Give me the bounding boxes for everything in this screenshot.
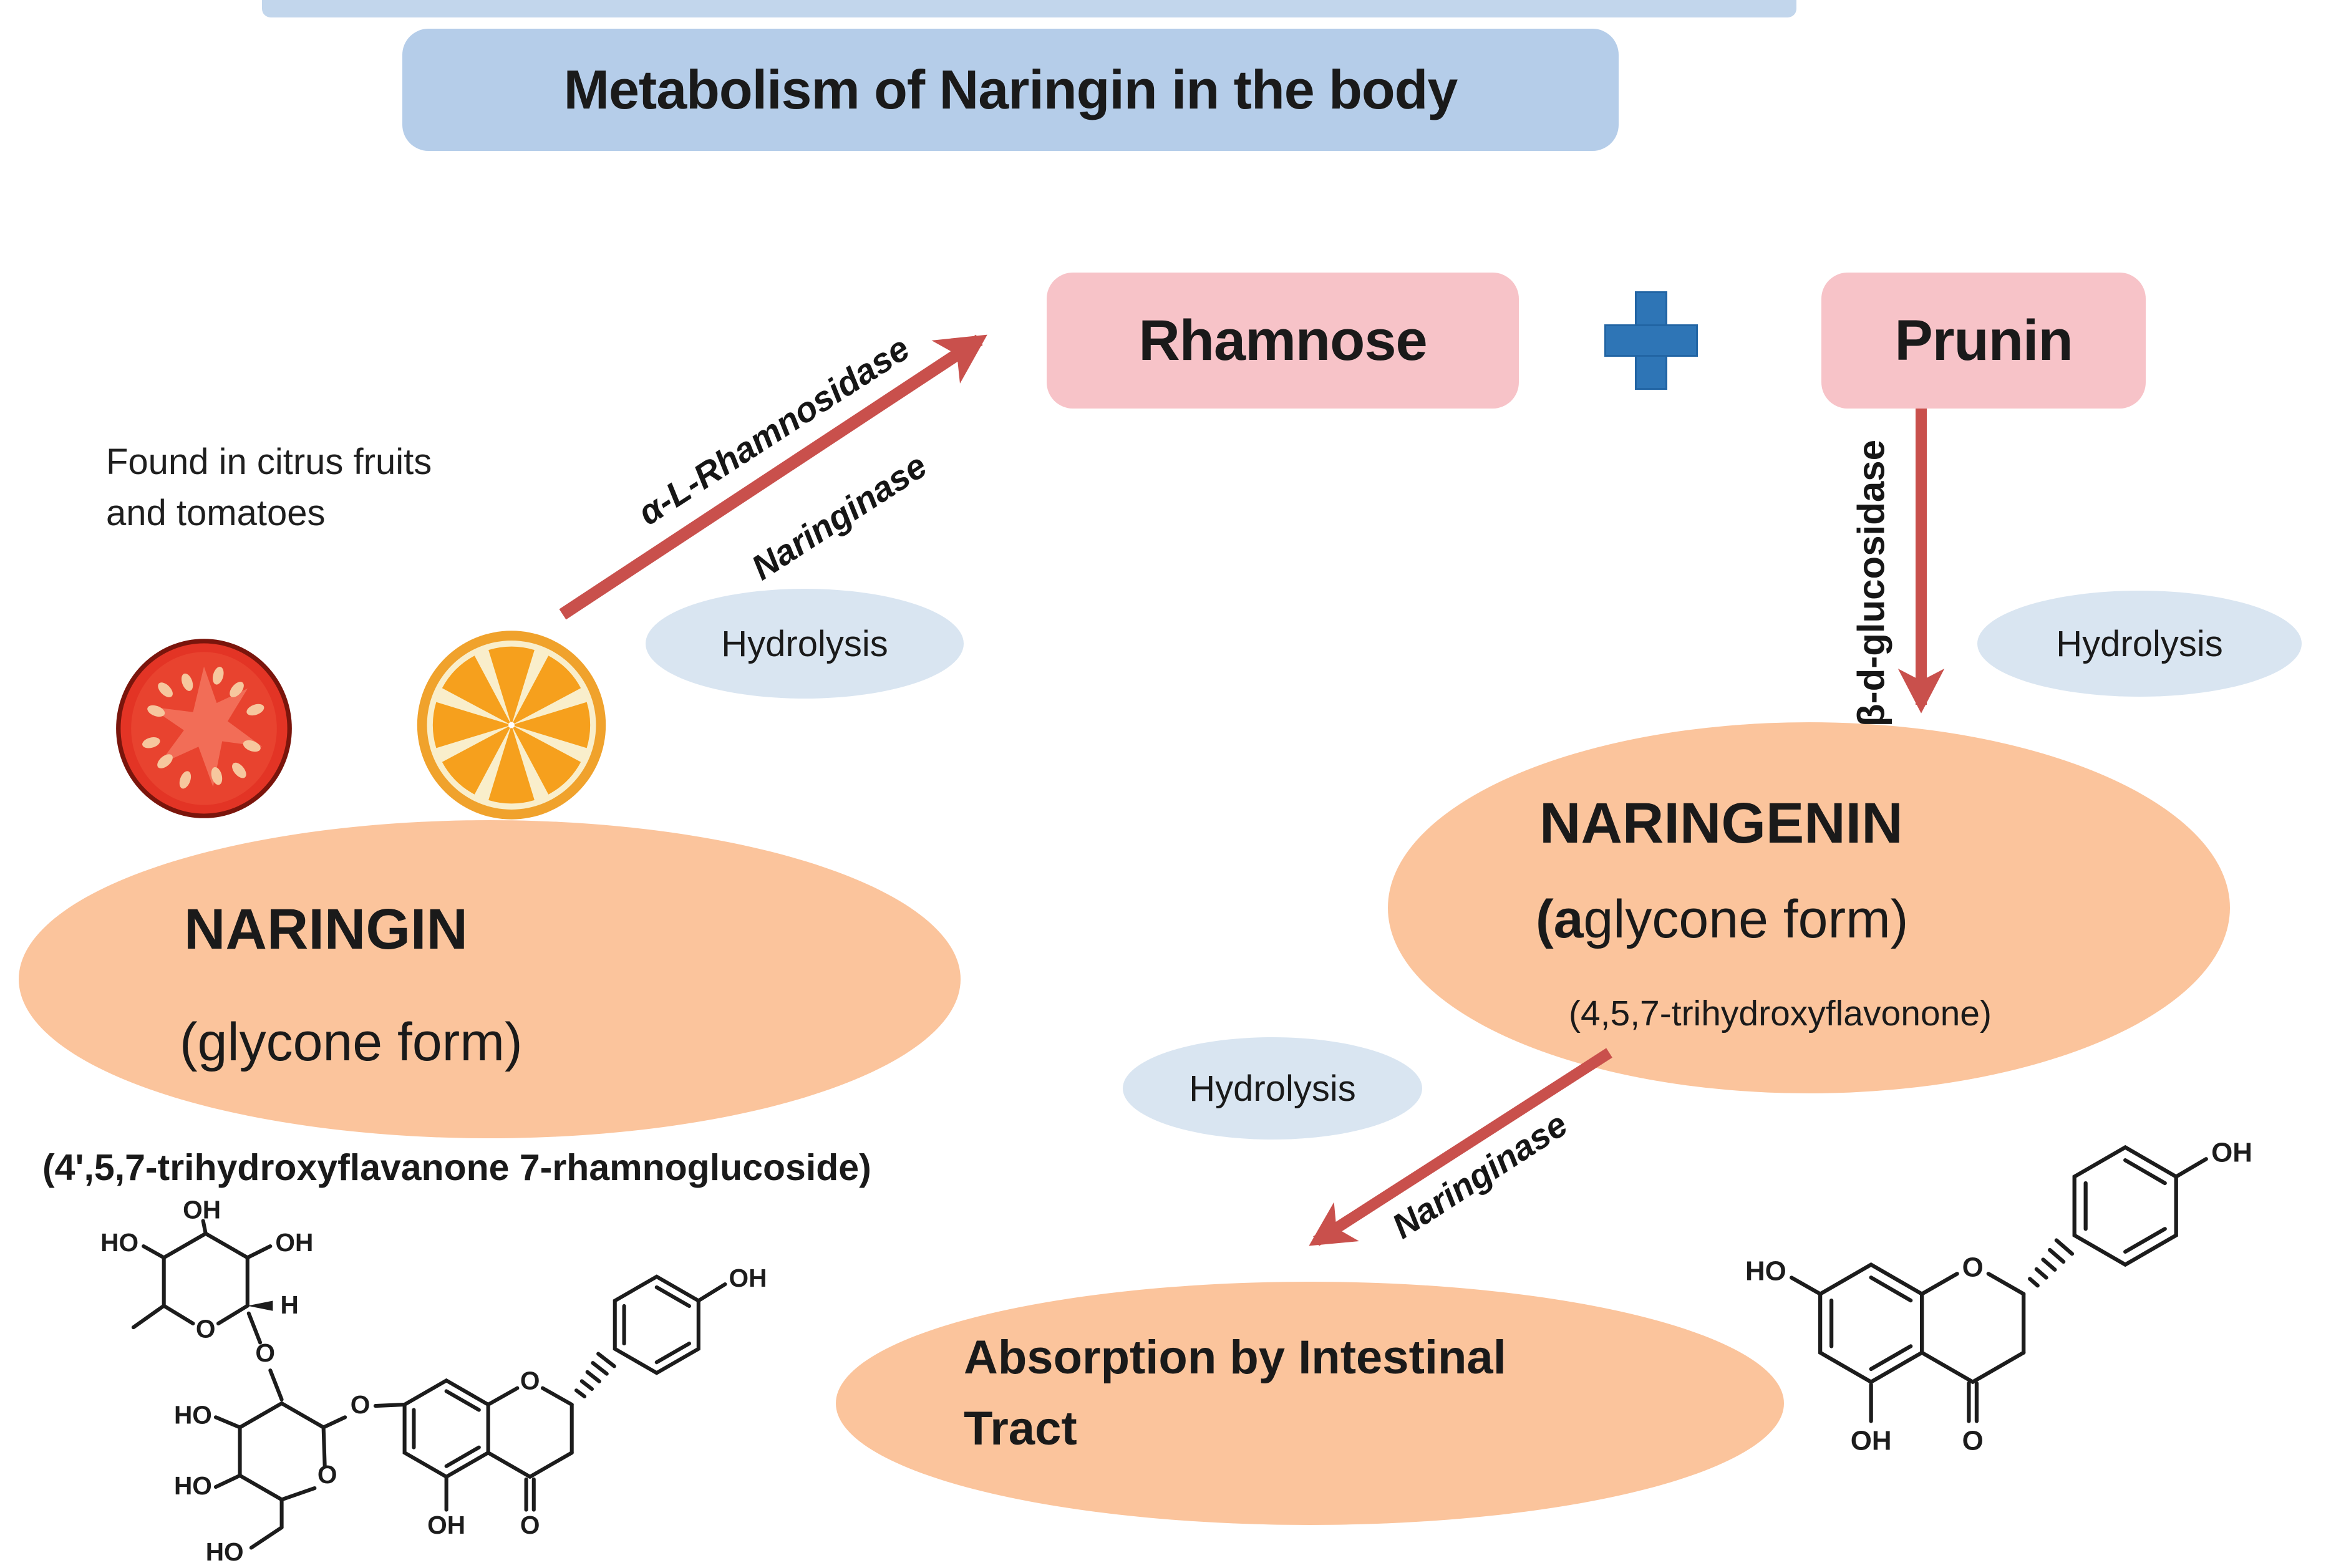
atom-label: HO [1745, 1256, 1786, 1287]
atom-label: OH [2211, 1137, 2252, 1168]
naringenin-rings [1790, 1145, 2208, 1423]
title-box: Metabolism of Naringin in the body [402, 29, 1619, 151]
prunin-box: Prunin [1821, 273, 2146, 409]
absorption-ellipse [836, 1282, 1784, 1525]
naringin-form: (glycone form) [180, 1012, 523, 1072]
naringenin-form-rest: glycone form) [1583, 889, 1909, 949]
atom-label: OH [275, 1228, 313, 1257]
source-note: Found in citrus fruits and tomatoes [106, 437, 432, 540]
plus-icon-horizontal-bar [1604, 324, 1698, 357]
absorption-label: Absorption by Intestinal Tract [964, 1322, 1506, 1464]
atom-label: O [196, 1314, 216, 1343]
rhamnose-label: Rhamnose [1138, 308, 1427, 372]
hydrolysis-bottom-label: Hydrolysis [1189, 1068, 1356, 1109]
arrow-naringenin-to-absorption [1309, 1048, 1612, 1246]
hydrolysis-ellipse-bottom: Hydrolysis [1123, 1037, 1422, 1140]
naringin-name: NARINGIN [184, 898, 468, 961]
tomato-slice-image [116, 639, 292, 818]
top-decorative-strip [262, 0, 1796, 17]
enzyme-glucosidase-label: β-d-glucosidase [1850, 439, 1892, 727]
naringenin-name: NARINGENIN [1539, 791, 1903, 855]
atom-label: OH [729, 1264, 767, 1292]
atom-label: O [255, 1338, 275, 1367]
atom-label: O [520, 1367, 540, 1395]
atom-label: O [317, 1460, 337, 1489]
naringin-iupac: (4',5,7-trihydroxyflavanone 7-rhamnogluc… [42, 1147, 871, 1188]
atom-label: O [351, 1390, 371, 1419]
prunin-label: Prunin [1894, 308, 2073, 372]
absorption-line1: Absorption by Intestinal [964, 1331, 1506, 1384]
orange-center [508, 722, 515, 728]
atom-label: OH [1851, 1425, 1892, 1456]
atom-label: O [520, 1511, 540, 1539]
naringin-structure: OH HO OH H O O HO O HO HO O O OH O OH [100, 1201, 767, 1566]
hydrolysis-right-label: Hydrolysis [2056, 623, 2223, 664]
source-note-line2: and tomatoes [106, 493, 326, 534]
tomato-seeds [142, 667, 264, 789]
atom-label: HO [174, 1400, 212, 1429]
orange-slice-image [417, 631, 606, 820]
orange-segments [432, 646, 591, 804]
atom-label: OH [427, 1511, 465, 1539]
naringenin-ellipse [1388, 722, 2230, 1093]
plus-icon [1604, 291, 1698, 390]
naringin-glucose-ring [213, 1401, 407, 1550]
naringin-flavanone-core [402, 1274, 727, 1512]
atom-label: OH [183, 1201, 221, 1224]
naringenin-form: (aglycone form) [1536, 889, 1908, 951]
source-note-line1: Found in citrus fruits [106, 442, 432, 482]
atom-label: O [1962, 1425, 1984, 1456]
naringin-ellipse [19, 820, 961, 1138]
naringin-h-wedge [247, 1300, 273, 1311]
naringenin-structure: HO O OH OH O [1745, 1137, 2252, 1456]
atom-label: HO [174, 1471, 212, 1500]
atom-label: HO [206, 1537, 244, 1566]
atom-label: H [281, 1290, 299, 1319]
naringenin-form-bold: (a [1536, 889, 1584, 949]
naringenin-iupac: (4,5,7-trihydroxyflavonone) [1569, 994, 1992, 1033]
hydrolysis-ellipse-left: Hydrolysis [646, 589, 964, 699]
hydrolysis-left-label: Hydrolysis [721, 623, 888, 664]
atom-label: O [1962, 1252, 1984, 1282]
absorption-line2: Tract [964, 1402, 1077, 1455]
atom-label: HO [100, 1228, 138, 1257]
rhamnose-box: Rhamnose [1047, 273, 1519, 409]
arrow-naringin-to-rhamnose [559, 334, 987, 620]
page-title: Metabolism of Naringin in the body [563, 59, 1458, 120]
naringin-rhamnose-ring [131, 1219, 284, 1401]
hydrolysis-ellipse-right: Hydrolysis [1977, 591, 2302, 697]
